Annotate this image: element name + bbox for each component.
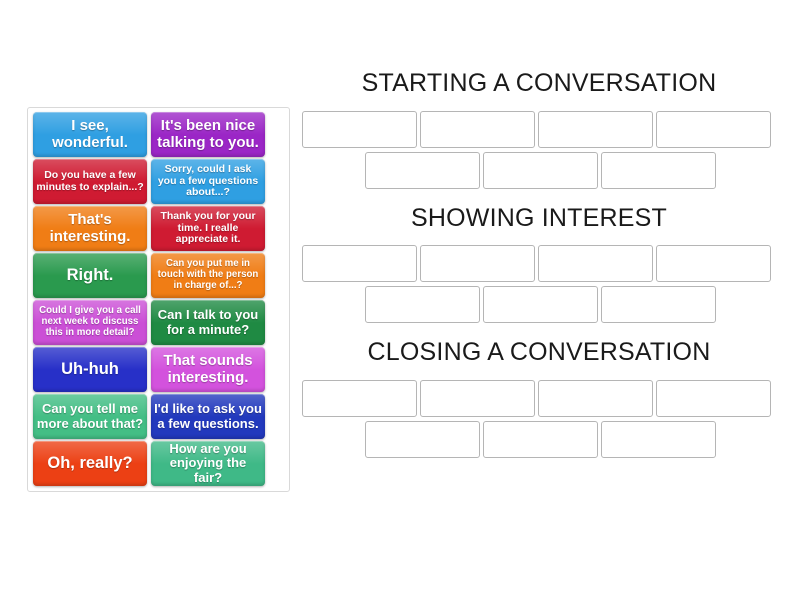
answer-tile-label: Thank you for your time. I realle apprec… (160, 209, 256, 246)
category-group: CLOSING A CONVERSATION (296, 338, 782, 458)
answer-tile-label: That sounds interesting. (163, 351, 253, 386)
drop-zone[interactable] (538, 379, 653, 417)
category-group: SHOWING INTEREST (296, 203, 782, 323)
drop-zone[interactable] (482, 420, 598, 458)
answer-tile[interactable]: Can I talk to you for a minute? (151, 300, 265, 345)
answer-tile-label: Can you put me in touch with the person … (157, 258, 259, 291)
answer-tile-label: Can I talk to you for a minute? (157, 306, 259, 337)
drop-zone[interactable] (364, 286, 480, 323)
answer-tile[interactable]: Could I give you a call next week to dis… (33, 300, 147, 345)
answer-tile-label: Can you tell me more about that? (36, 400, 144, 431)
drop-zone[interactable] (538, 245, 653, 282)
answer-tile-label: Sorry, could I ask you a few questions a… (157, 162, 259, 199)
answer-tile[interactable]: Thank you for your time. I realle apprec… (151, 206, 265, 251)
answer-tile-label: Uh-huh (61, 360, 119, 379)
answer-tile[interactable]: Can you put me in touch with the person … (151, 253, 265, 298)
answer-tile[interactable]: It's been nice talking to you. (151, 112, 265, 157)
answer-tile[interactable]: That's interesting. (33, 206, 147, 251)
drop-zone[interactable] (600, 286, 716, 323)
category-title: STARTING A CONVERSATION (361, 69, 717, 97)
drop-zone[interactable] (420, 245, 535, 282)
answer-tile[interactable]: Right. (33, 253, 147, 298)
category-title: SHOWING INTEREST (411, 203, 667, 232)
drop-zone[interactable] (538, 110, 653, 148)
tile-grid: I see, wonderful. It's been nice talking … (33, 112, 284, 486)
answer-tile[interactable]: Do you have a few minutes to explain...? (33, 159, 147, 204)
answer-tile-label: Right. (66, 266, 114, 285)
drop-zone[interactable] (482, 286, 598, 323)
drop-zone-row (296, 420, 782, 458)
answer-tile-label: It's been nice talking to you. (157, 116, 259, 151)
answer-tile-label: How are you enjoying the fair? (169, 441, 247, 485)
drop-zone[interactable] (364, 420, 480, 458)
answer-tile[interactable]: Oh, really? (33, 441, 147, 486)
answer-tile-label: I see, wonderful. (52, 116, 128, 151)
drop-zone[interactable] (600, 420, 716, 458)
answer-tile[interactable]: I see, wonderful. (33, 112, 147, 157)
answer-tile[interactable]: How are you enjoying the fair? (151, 441, 265, 486)
drop-zone[interactable] (364, 151, 480, 189)
drop-zone[interactable] (302, 245, 417, 282)
answer-tile-label: Oh, really? (47, 454, 133, 473)
drop-zone[interactable] (656, 110, 771, 148)
drop-zone-row (296, 245, 782, 282)
answer-tile-label: That's interesting. (49, 210, 131, 245)
drop-zone-row (296, 286, 782, 323)
answer-tile[interactable]: I'd like to ask you a few questions. (151, 394, 265, 439)
drop-zone[interactable] (656, 379, 771, 417)
answer-tile[interactable]: Sorry, could I ask you a few questions a… (151, 159, 265, 204)
answer-tile-label: I'd like to ask you a few questions. (154, 400, 262, 431)
category-group: STARTING A CONVERSATION (296, 69, 782, 189)
drop-zone-row (296, 151, 782, 189)
answer-tile-label: Could I give you a call next week to dis… (39, 305, 141, 338)
answer-tile[interactable]: That sounds interesting. (151, 347, 265, 392)
category-title: CLOSING A CONVERSATION (367, 338, 711, 366)
drop-zone[interactable] (600, 151, 716, 189)
drop-zone[interactable] (420, 379, 535, 417)
drop-zone[interactable] (420, 110, 535, 148)
tile-tray: I see, wonderful. It's been nice talking … (27, 107, 290, 492)
answer-tile[interactable]: Can you tell me more about that? (33, 394, 147, 439)
drop-zone[interactable] (302, 110, 417, 148)
drop-zone-row (296, 379, 782, 417)
drop-zone[interactable] (656, 245, 771, 282)
answer-tile-label: Do you have a few minutes to explain...? (36, 168, 144, 193)
drop-zone[interactable] (482, 151, 598, 189)
drop-zone-row (296, 110, 782, 148)
answer-tile[interactable]: Uh-huh (33, 347, 147, 392)
category-list: STARTING A CONVERSATION SHOWING INTEREST C… (296, 69, 782, 474)
drop-zone[interactable] (302, 379, 417, 417)
